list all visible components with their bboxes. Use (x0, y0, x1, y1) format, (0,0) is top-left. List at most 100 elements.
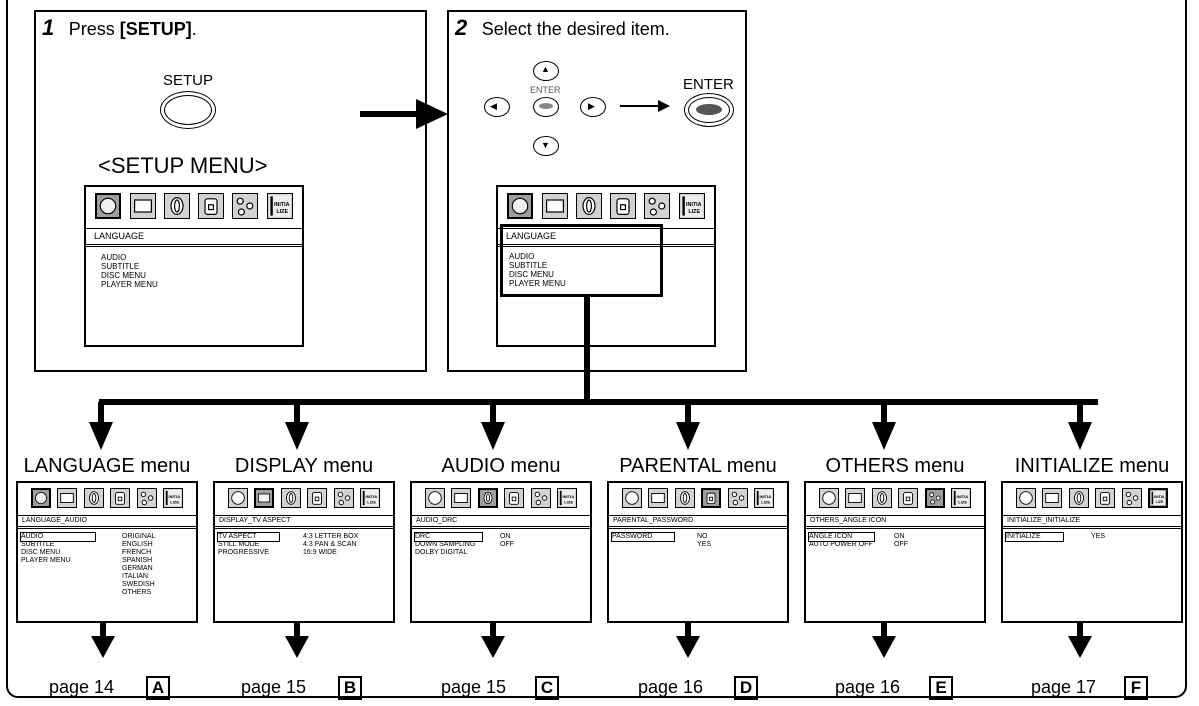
submenu-value: GERMAN (122, 565, 153, 572)
display-icon[interactable] (57, 488, 78, 508)
step1-text-post: . (191, 19, 197, 39)
submenu-option: PASSWORD (610, 532, 676, 542)
display-icon[interactable] (129, 193, 156, 219)
audio-icon[interactable] (83, 488, 104, 508)
display-icon[interactable] (845, 488, 866, 508)
step2-menu-body (496, 246, 716, 347)
down-button[interactable] (533, 136, 559, 156)
left-button[interactable] (484, 97, 510, 117)
down-arrow-icon: ▼ (541, 140, 550, 150)
submenu-value: ORIGINAL (122, 533, 156, 540)
audio-icon[interactable] (575, 193, 602, 219)
audio-icon[interactable] (1068, 488, 1089, 508)
setup-menu-header: LANGUAGE (84, 228, 304, 245)
svg-text:LIZE: LIZE (367, 499, 376, 504)
disc-icon[interactable] (31, 488, 51, 508)
page-reference: page 15 (441, 677, 507, 697)
others-icon[interactable] (924, 488, 945, 508)
section-letter-badge: E (929, 676, 953, 700)
right-button[interactable] (580, 97, 606, 117)
disc-icon[interactable] (1016, 488, 1036, 508)
audio-icon[interactable] (280, 488, 301, 508)
lock-icon[interactable] (610, 193, 637, 219)
left-arrow-icon: ◀ (490, 101, 497, 111)
others-icon[interactable] (136, 488, 157, 508)
others-icon[interactable] (1121, 488, 1142, 508)
setup-menu-item: PLAYER MENU (101, 280, 158, 289)
others-icon[interactable] (232, 193, 259, 219)
submenu-value: 16:9 WIDE (303, 549, 337, 556)
step2-menu-item: AUDIO (509, 252, 535, 261)
audio-icon[interactable] (163, 193, 190, 219)
disc-icon[interactable] (228, 488, 248, 508)
lock-icon[interactable] (898, 488, 919, 508)
submenu-connector-arrow (1068, 402, 1092, 450)
submenu-value: ITALIAN (122, 573, 148, 580)
lock-icon[interactable] (701, 488, 722, 508)
svg-text:INITIA: INITIA (563, 494, 575, 499)
enter-button-label: ENTER (683, 76, 734, 93)
others-icon[interactable] (333, 488, 354, 508)
step2-menu-item: DISC MENU (509, 270, 554, 279)
setup-menu-body (84, 246, 304, 347)
submenu-value: OFF (500, 541, 514, 548)
display-icon[interactable] (254, 488, 275, 508)
submenu-option: AUDIO (19, 532, 97, 542)
step2-menu-header: LANGUAGE (496, 228, 716, 245)
page-arrow (481, 622, 505, 658)
audio-icon[interactable] (674, 488, 695, 508)
disc-icon[interactable] (95, 193, 122, 219)
audio-icon[interactable] (477, 488, 498, 508)
submenu-value: SWEDISH (122, 581, 155, 588)
disc-icon[interactable] (507, 193, 534, 219)
setup-button-label: SETUP (163, 72, 214, 89)
submenu-title: LANGUAGE menu (23, 455, 191, 477)
submenu-body (16, 528, 198, 623)
submenu-title: INITIALIZE menu (1014, 455, 1170, 477)
others-icon[interactable] (727, 488, 748, 508)
others-icon[interactable] (530, 488, 551, 508)
submenu-header: AUDIO_DRC (410, 515, 592, 527)
display-icon[interactable] (648, 488, 669, 508)
svg-text:LIZE: LIZE (564, 499, 573, 504)
lock-icon[interactable] (1095, 488, 1116, 508)
submenu-title: OTHERS menu (825, 455, 965, 477)
lock-icon[interactable] (307, 488, 328, 508)
others-icon[interactable] (644, 193, 671, 219)
svg-text:LIZE: LIZE (170, 499, 179, 504)
svg-text:INITIA: INITIA (274, 202, 290, 208)
submenu-header: INITIALIZE_INITIALIZE (1001, 515, 1183, 527)
section-letter-badge: A (146, 676, 170, 700)
disc-icon[interactable] (622, 488, 642, 508)
display-icon[interactable] (1042, 488, 1063, 508)
up-button[interactable] (533, 61, 559, 81)
lock-icon[interactable] (504, 488, 525, 508)
submenu-title: DISPLAY menu (234, 455, 374, 477)
submenu-body (410, 528, 592, 623)
submenu-option: STILL MODE (218, 541, 260, 548)
svg-text:INITIA: INITIA (1154, 495, 1165, 499)
disc-icon[interactable] (819, 488, 839, 508)
disc-icon[interactable] (425, 488, 445, 508)
arrow-to-enter (620, 100, 670, 112)
display-icon[interactable] (451, 488, 472, 508)
setup-menu-item: SUBTITLE (101, 262, 140, 271)
submenu-value: OFF (894, 541, 908, 548)
enter-button-dot (696, 104, 722, 115)
svg-text:INITIA: INITIA (169, 494, 181, 499)
submenu-value: ON (894, 533, 905, 540)
audio-icon[interactable] (871, 488, 892, 508)
lock-icon[interactable] (110, 488, 131, 508)
display-icon[interactable] (541, 193, 568, 219)
lock-icon[interactable] (198, 193, 225, 219)
